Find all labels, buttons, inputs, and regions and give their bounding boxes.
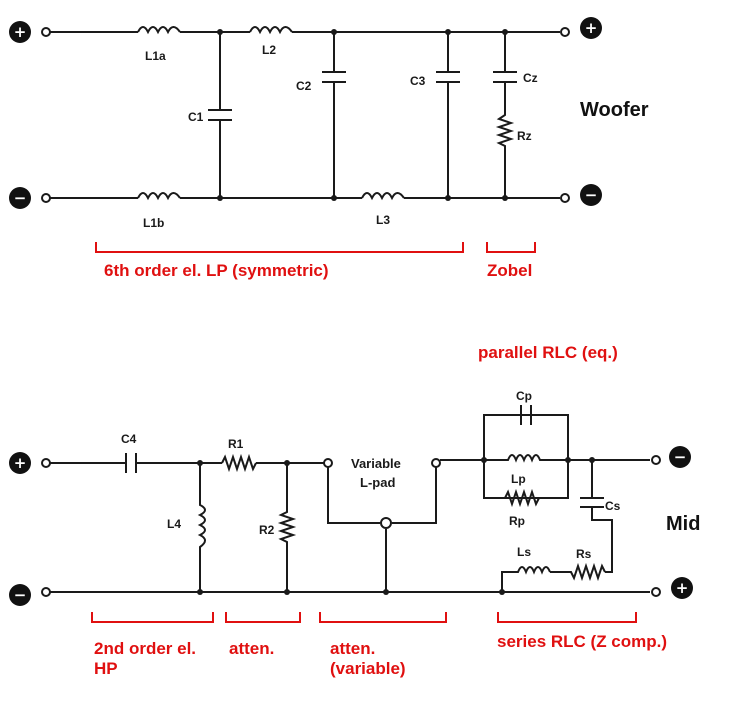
lpad-right-terminal <box>431 458 441 468</box>
label-L1a: L1a <box>145 49 166 63</box>
label-L1b: L1b <box>143 216 164 230</box>
lpad-wiper-terminal <box>380 517 392 529</box>
lpad-label-line1: Variable <box>351 456 401 471</box>
hp-bracket-label-line2: HP <box>94 659 118 678</box>
mid-Cp-capacitor <box>484 405 568 425</box>
zobel-bracket-label: Zobel <box>487 261 532 280</box>
mid-in-minus-terminal <box>41 587 51 597</box>
woofer-junctions <box>217 29 508 201</box>
woofer-in-plus-sign: + <box>14 23 27 41</box>
woofer-zobel-network <box>493 32 517 198</box>
label-Rz: Rz <box>517 129 532 143</box>
atten-variable-label-line1: atten. <box>330 639 375 658</box>
mid-junctions <box>197 457 595 595</box>
mid-R2-resistor <box>277 463 297 592</box>
atten-bracket-label: atten. <box>229 639 274 658</box>
woofer-L2-inductor <box>249 26 293 35</box>
mid-out-plus-sign: + <box>676 579 689 597</box>
mid-out-minus-sign: − <box>674 448 687 466</box>
label-C2: C2 <box>296 79 312 93</box>
atten-bracket <box>225 612 301 623</box>
mid-in-plus-sign: + <box>14 454 27 472</box>
woofer-C3-capacitor <box>436 32 460 198</box>
lpad-left-terminal <box>323 458 333 468</box>
label-L3: L3 <box>376 213 390 227</box>
label-Rs: Rs <box>576 547 592 561</box>
label-R2: R2 <box>259 523 275 537</box>
mid-Rp-resistor <box>484 488 540 508</box>
label-Ls: Ls <box>517 545 531 559</box>
mid-out-plus-terminal <box>651 587 661 597</box>
woofer-out-plus-icon <box>580 17 602 39</box>
woofer-out-minus-icon <box>580 184 602 206</box>
mid-Lp-inductor <box>484 454 650 463</box>
woofer-brackets <box>95 242 536 253</box>
mid-R1-resistor <box>221 453 257 473</box>
mid-out-minus-terminal <box>651 455 661 465</box>
mid-L4-inductor <box>197 463 206 592</box>
woofer-L1a-inductor <box>137 26 181 35</box>
woofer-C1-capacitor <box>208 32 232 198</box>
woofer-L3-inductor <box>361 192 405 201</box>
woofer-out-plus-terminal <box>560 27 570 37</box>
label-Rp: Rp <box>509 514 525 528</box>
mid-brackets <box>91 612 637 623</box>
atten-variable-bracket <box>319 612 447 623</box>
woofer-out-minus-sign: − <box>585 186 598 204</box>
mid-in-minus-icon <box>9 584 31 606</box>
woofer-C2-capacitor <box>322 32 346 198</box>
mid-title: Mid <box>666 513 700 535</box>
label-L4: L4 <box>167 517 181 531</box>
lpad-label-line2: L-pad <box>360 475 395 490</box>
label-C1: C1 <box>188 110 204 124</box>
woofer-out-minus-terminal <box>560 193 570 203</box>
woofer-title: Woofer <box>580 99 649 121</box>
label-Cs: Cs <box>605 499 621 513</box>
woofer-out-plus-sign: + <box>585 19 598 37</box>
woofer-in-minus-sign: − <box>14 189 27 207</box>
series-rlc-bracket-label: series RLC (Z comp.) <box>497 632 667 651</box>
label-R1: R1 <box>228 437 244 451</box>
mid-lpad-network <box>327 463 437 592</box>
hp-bracket <box>91 612 214 623</box>
label-Cp: Cp <box>516 389 532 403</box>
mid-circuit <box>50 405 650 593</box>
mid-parallel-frame <box>440 414 569 499</box>
hp-bracket-label-line1: 2nd order el. <box>94 639 196 658</box>
atten-variable-label-line2: (variable) <box>330 659 406 678</box>
mid-in-plus-icon <box>9 452 31 474</box>
label-C4: C4 <box>121 432 137 446</box>
mid-out-plus-icon <box>671 577 693 599</box>
mid-Ls-inductor <box>501 566 551 592</box>
series-rlc-bracket <box>497 612 637 623</box>
mid-C4-capacitor <box>125 453 137 473</box>
woofer-circuit <box>50 26 560 201</box>
lp-bracket <box>95 242 464 253</box>
mid-Rs-resistor <box>550 562 606 582</box>
label-Lp: Lp <box>511 472 526 486</box>
zobel-bracket <box>486 242 536 253</box>
woofer-in-minus-terminal <box>41 193 51 203</box>
lp-bracket-label: 6th order el. LP (symmetric) <box>104 261 329 280</box>
woofer-in-plus-terminal <box>41 27 51 37</box>
label-Cz: Cz <box>523 71 538 85</box>
woofer-in-plus-icon <box>9 21 31 43</box>
parallel-rlc-label: parallel RLC (eq.) <box>478 343 618 362</box>
mid-in-minus-sign: − <box>14 586 27 604</box>
label-L2: L2 <box>262 43 276 57</box>
label-C3: C3 <box>410 74 426 88</box>
woofer-in-minus-icon <box>9 187 31 209</box>
mid-in-plus-terminal <box>41 458 51 468</box>
mid-out-minus-icon <box>669 446 691 468</box>
mid-Cs-capacitor <box>580 460 613 573</box>
woofer-L1b-inductor <box>137 192 181 201</box>
